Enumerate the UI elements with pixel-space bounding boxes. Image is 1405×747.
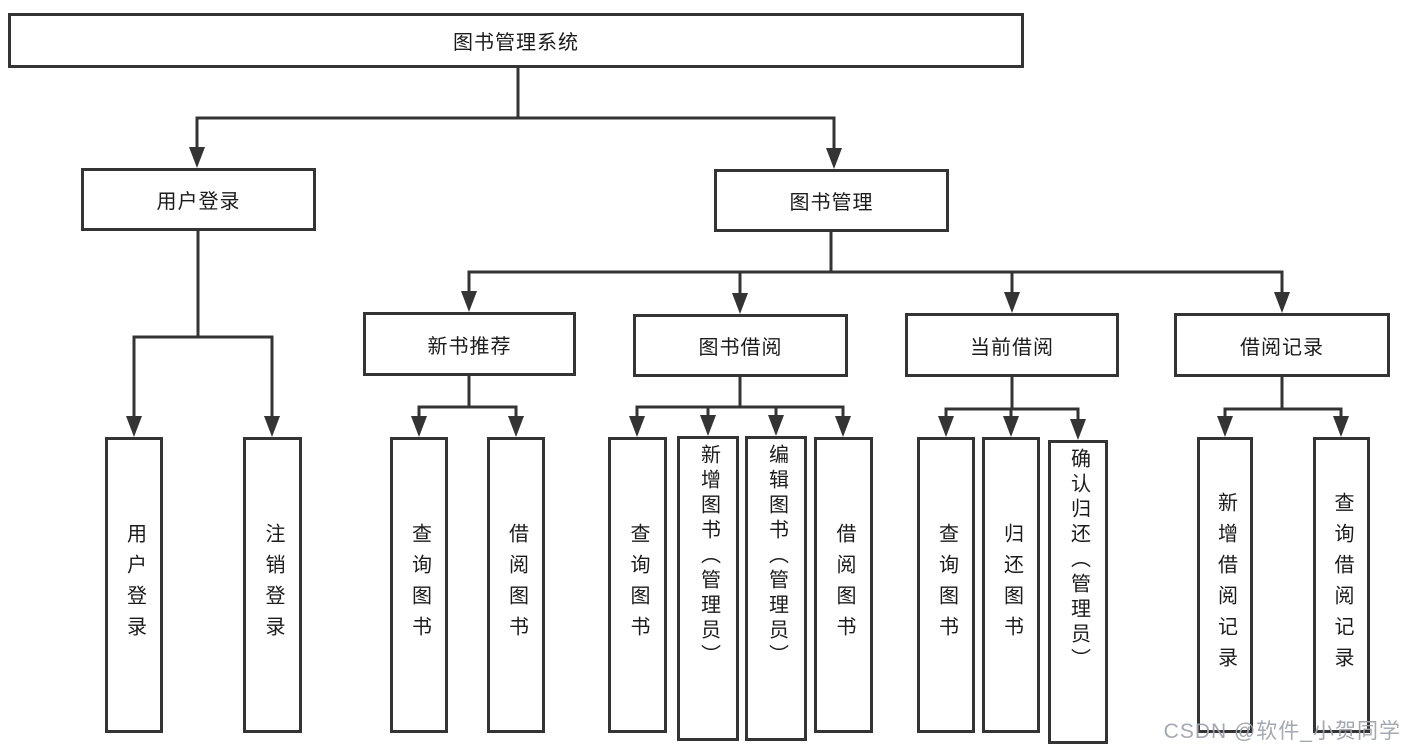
node-label: 查询借阅记录 — [1331, 492, 1353, 678]
node-label: 确认归还（管理员） — [1067, 448, 1090, 673]
arrowheads — [126, 147, 1349, 440]
node-label: 注销登录 — [262, 523, 284, 647]
csdn-watermark: CSDN @软件_小贺同学 — [1163, 720, 1401, 743]
leaf-user-login: 用户登录 — [105, 437, 163, 733]
node-label: 查询图书 — [935, 523, 958, 647]
leaf-borrow-books-2: 借阅图书 — [814, 437, 873, 733]
node-borrow-records: 借阅记录 — [1174, 313, 1390, 377]
node-label: 新增图书（管理员） — [697, 444, 720, 669]
node-label: 归还图书 — [1000, 523, 1023, 647]
node-label: 编辑图书（管理员） — [765, 444, 788, 669]
node-label: 用户登录 — [156, 191, 241, 213]
node-label: 借阅记录 — [1240, 336, 1324, 359]
leaf-return-books: 归还图书 — [982, 437, 1040, 733]
leaf-query-books-2: 查询图书 — [608, 437, 667, 733]
leaf-add-borrow-record: 新增借阅记录 — [1197, 437, 1253, 733]
leaf-add-books-admin: 新增图书（管理员） — [677, 436, 739, 741]
node-label: 图书管理系统 — [453, 32, 579, 54]
node-label: 当前借阅 — [970, 336, 1054, 359]
leaf-query-books-3: 查询图书 — [917, 437, 975, 733]
leaf-logout: 注销登录 — [243, 437, 302, 733]
leaf-edit-books-admin: 编辑图书（管理员） — [745, 436, 807, 741]
node-label: 图书借阅 — [698, 337, 783, 359]
node-label: 用户登录 — [123, 523, 146, 647]
node-label: 查询图书 — [627, 523, 649, 647]
node-label: 借阅图书 — [833, 523, 855, 647]
node-label: 借阅图书 — [505, 523, 528, 647]
node-user-login: 用户登录 — [81, 168, 316, 231]
leaf-query-borrow-record: 查询借阅记录 — [1313, 437, 1370, 733]
node-current-borrow: 当前借阅 — [905, 313, 1119, 377]
node-label: 新书推荐 — [427, 335, 512, 358]
node-label: 图书管理 — [789, 192, 874, 214]
leaf-confirm-return-admin: 确认归还（管理员） — [1048, 440, 1108, 744]
leaf-query-books-1: 查询图书 — [390, 437, 448, 733]
node-book-borrow: 图书借阅 — [633, 314, 848, 377]
node-root-system: 图书管理系统 — [8, 13, 1024, 68]
node-new-book-recommend: 新书推荐 — [363, 312, 576, 376]
node-book-management: 图书管理 — [714, 169, 949, 232]
node-label: 查询图书 — [408, 523, 431, 647]
node-label: 新增借阅记录 — [1214, 492, 1237, 678]
leaf-borrow-books-1: 借阅图书 — [487, 437, 545, 733]
